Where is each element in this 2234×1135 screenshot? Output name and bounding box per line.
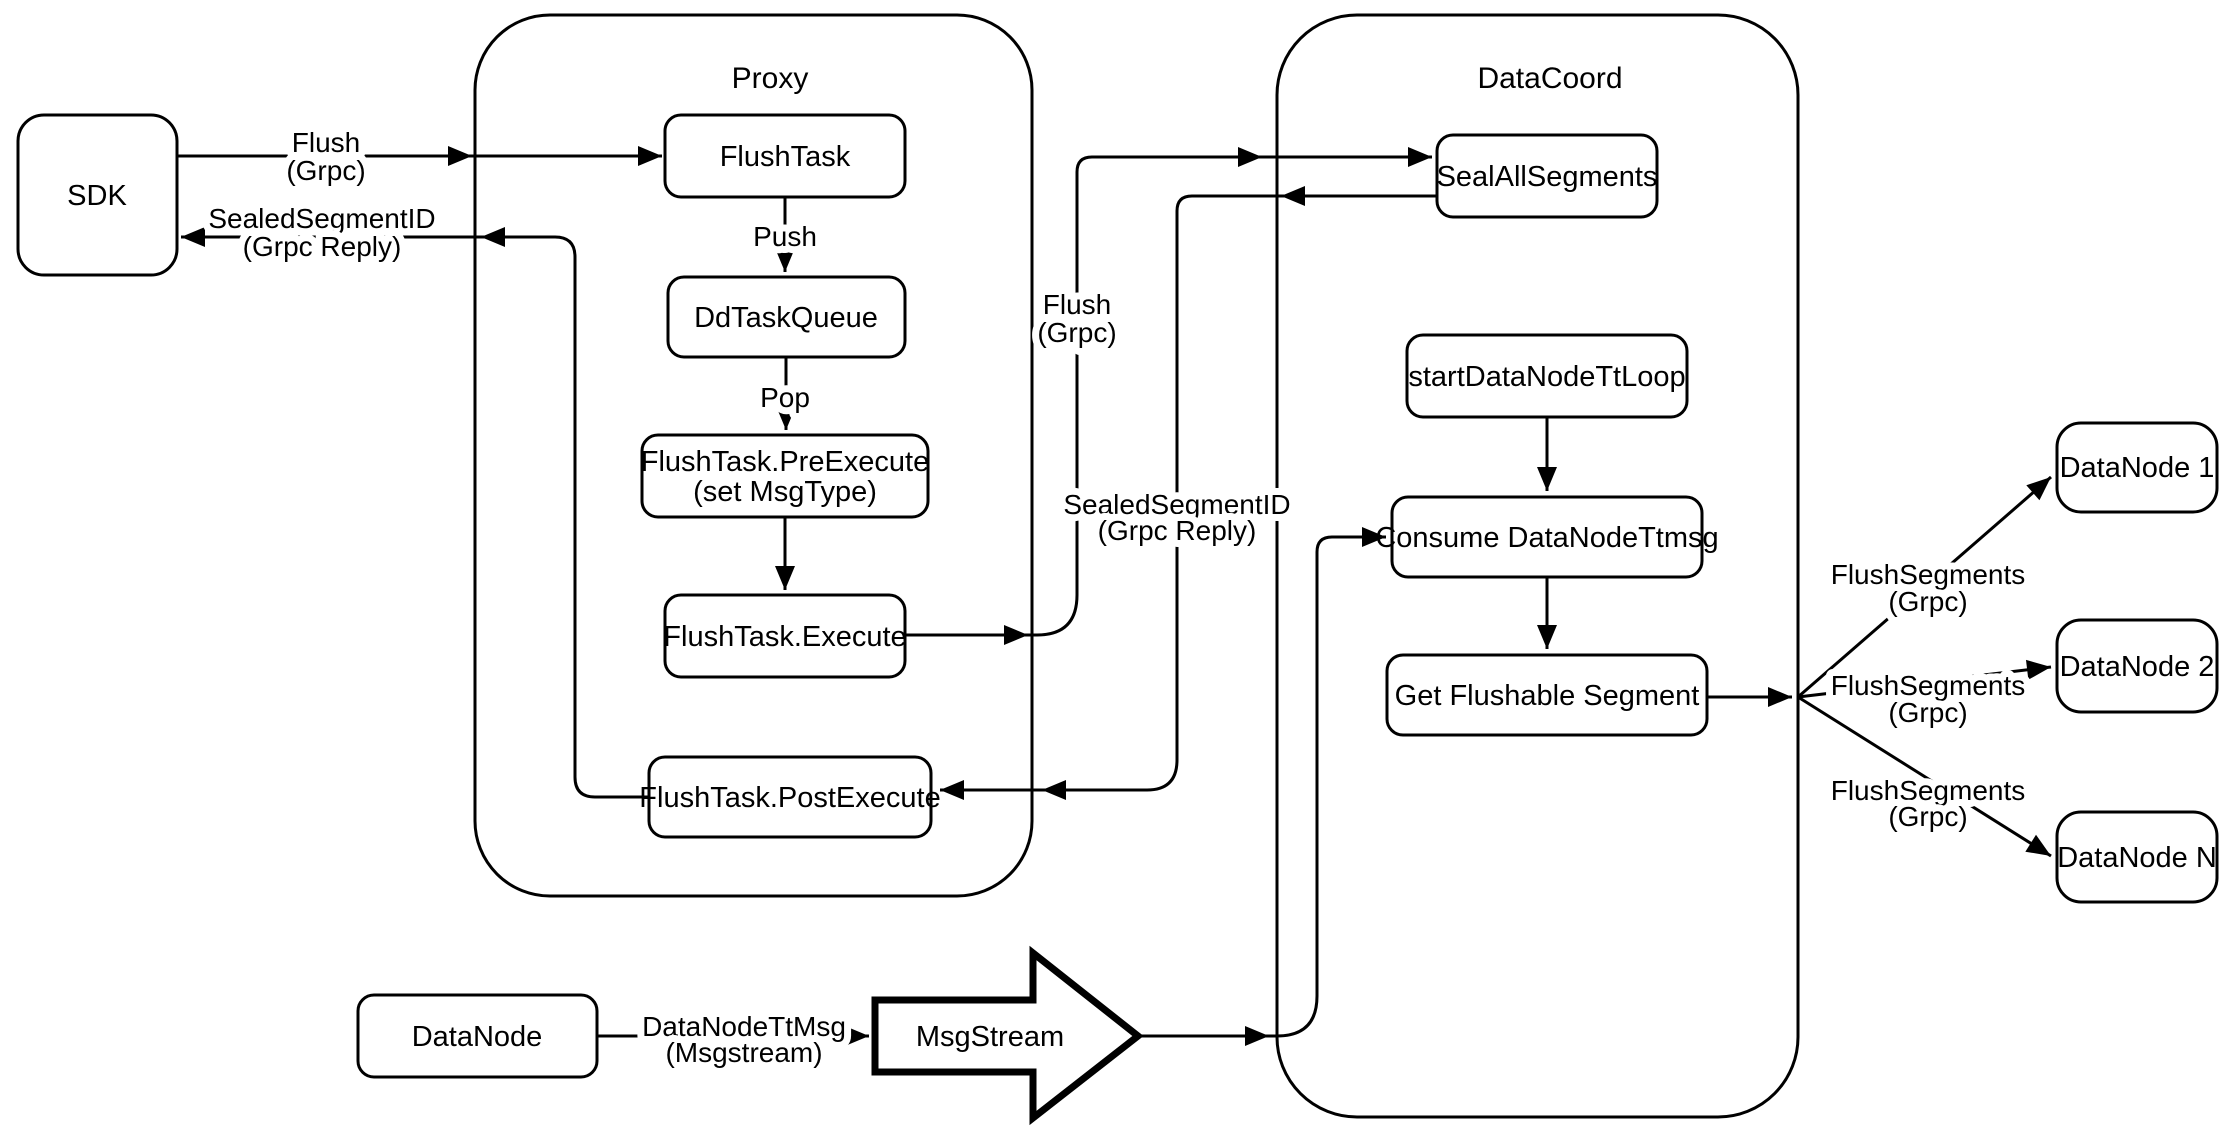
consume-datanodettmsg-label: Consume DataNodeTtmsg [1375,522,1718,554]
get-flushable-segment-label: Get Flushable Segment [1395,680,1700,712]
node-flushtask: FlushTask [663,113,907,199]
msgstream-label: MsgStream [916,1021,1064,1053]
edge-label-flushsegments-2: FlushSegments (Grpc) [1824,663,2033,735]
edge-label-push: Push [753,221,817,252]
edge-flushsegments-to-datanoden [1797,695,2052,858]
edge-label-flushsegments-3: FlushSegments (Grpc) [1824,768,2033,839]
edge-label-datanodettmsg: DataNodeTtMsg (Msgstream) [635,1004,853,1075]
flushtask-label: FlushTask [720,141,851,173]
preexecute-label-line1: FlushTask.PreExecute [641,446,930,478]
datanodettmsg-label-line1: DataNodeTtMsg [642,1011,846,1042]
edge-datacoord-to-consume [1269,527,1386,1038]
datanode-2-label: DataNode 2 [2060,651,2215,683]
node-datanode: DataNode [356,993,599,1079]
flushsegments-3-label-line2: (Grpc) [1888,801,1967,832]
preexecute-label-line2: (set MsgType) [693,476,877,508]
node-sealallsegments: SealAllSegments [1435,133,1659,219]
datanode-n-label: DataNode N [2057,842,2217,874]
flushsegments-1-label-line2: (Grpc) [1888,586,1967,617]
flush-grpc-label-line2: (Grpc) [286,155,365,186]
edge-label-sealedsegmentid-mid: SealedSegmentID (Grpc Reply) [1056,482,1297,553]
edge-sealedsegmentid-datacoord-to-proxy-edge [1042,194,1281,800]
node-datanode-1: DataNode 1 [2055,421,2219,514]
flush-grpc-mid-label-line1: Flush [1043,289,1111,320]
ddtaskqueue-label: DdTaskQueue [694,302,878,334]
edge-flushsegments-to-datanode2 [1797,659,2052,699]
flushsegments-2-label-line2: (Grpc) [1888,697,1967,728]
flush-grpc-label-line1: Flush [292,127,360,158]
datacoord-title: DataCoord [1477,62,1622,95]
edge-label-flushsegments-1: FlushSegments (Grpc) [1824,552,2033,624]
sdk-label: SDK [67,180,127,212]
edge-label-pop: Pop [760,382,810,413]
sealed-reply-label-line1: SealedSegmentID [208,203,435,234]
sealed-reply-label-line2: (Grpc Reply) [243,231,402,262]
flushsegments-3-label-line1: FlushSegments [1831,775,2026,806]
edge-flush-proxy-to-datacoord [1028,147,1262,637]
node-msgstream-block-arrow: MsgStream [871,945,1144,1126]
datanode-1-label: DataNode 1 [2060,452,2215,484]
node-flushtask-preexecute: FlushTask.PreExecute (set MsgType) [640,433,930,519]
edge-label-flush-grpc-mid: Flush (Grpc) [1030,282,1123,355]
sealallsegments-label: SealAllSegments [1437,161,1658,193]
node-flushtask-postexecute: FlushTask.PostExecute [639,755,941,839]
datanode-label: DataNode [412,1021,543,1053]
proxy-title: Proxy [732,62,809,95]
datanodettmsg-label-line2: (Msgstream) [665,1037,822,1068]
node-ddtaskqueue: DdTaskQueue [666,275,907,359]
container-datacoord: DataCoord [1275,13,1800,1119]
flushsegments-1-label-line1: FlushSegments [1831,559,2026,590]
execute-label: FlushTask.Execute [663,621,906,653]
flushsegments-2-label-line1: FlushSegments [1831,670,2026,701]
edge-flushsegments-to-datanode1 [1797,475,2052,699]
edge-label-flush-grpc: Flush (Grpc) [279,120,372,193]
edge-postexecute-to-proxy-edge [481,227,649,799]
postexecute-label: FlushTask.PostExecute [639,782,940,814]
node-sdk: SDK [16,113,179,277]
sealed-reply-mid-label-line1: SealedSegmentID [1063,489,1290,520]
container-proxy: Proxy [473,13,1034,898]
edge-label-sealedsegmentid-reply: SealedSegmentID (Grpc Reply) [201,196,442,269]
node-startdatanodettloop: startDataNodeTtLoop [1405,333,1689,419]
node-datanode-2: DataNode 2 [2055,618,2219,714]
node-datanode-n: DataNode N [2055,810,2219,904]
startdatanodettloop-label: startDataNodeTtLoop [1408,361,1685,393]
node-flushtask-execute: FlushTask.Execute [663,593,907,679]
node-get-flushable-segment: Get Flushable Segment [1385,653,1709,737]
flush-grpc-mid-label-line2: (Grpc) [1037,317,1116,348]
sealed-reply-mid-label-line2: (Grpc Reply) [1098,515,1257,546]
node-consume-datanodettmsg: Consume DataNodeTtmsg [1375,495,1719,579]
